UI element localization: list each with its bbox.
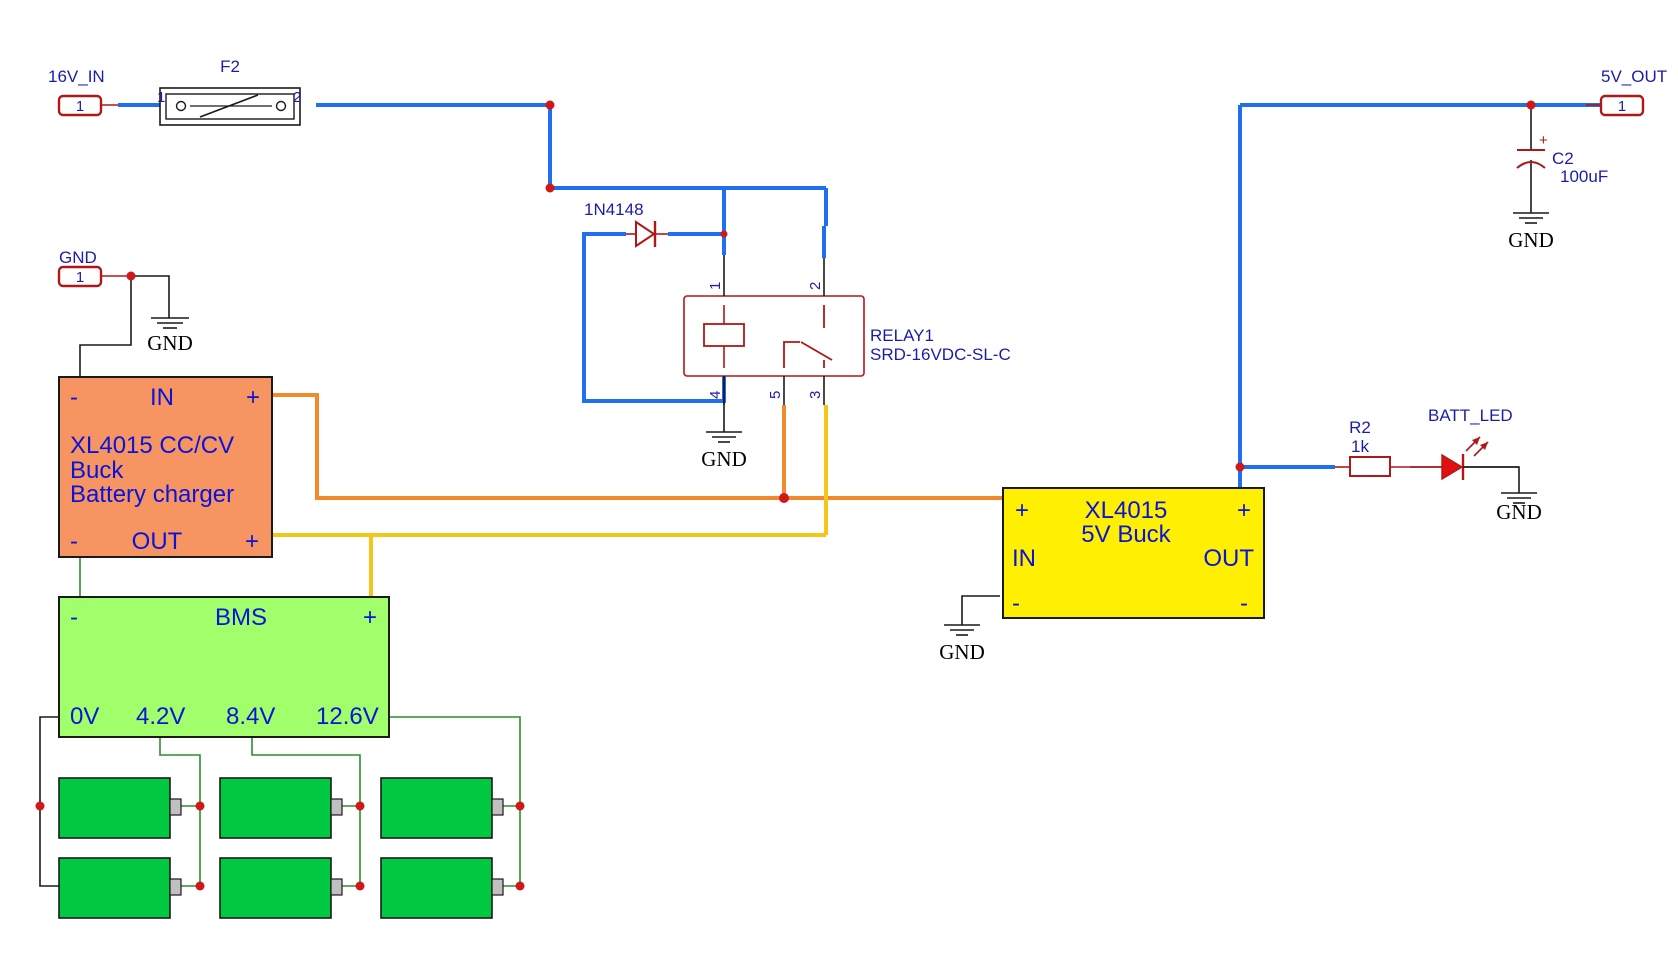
charger-out-minus: - xyxy=(70,528,78,555)
charger-title-line3: Battery charger xyxy=(70,481,234,508)
relay-pin1: 1 xyxy=(707,282,724,290)
bms-tap-12v6: 12.6V xyxy=(316,703,379,730)
led-ref: BATT_LED xyxy=(1428,406,1513,425)
bms-module: - BMS + 0V 4.2V 8.4V 12.6V xyxy=(58,596,390,738)
junction-dots xyxy=(35,100,1536,891)
gnd-net-label: GND xyxy=(59,248,97,267)
relay-ref: RELAY1 xyxy=(870,326,934,345)
buck-module: + XL4015 + 5V Buck IN OUT - - xyxy=(1002,487,1265,619)
capacitor-value: 100uF xyxy=(1560,167,1608,186)
charger-title-line2: Buck xyxy=(70,457,124,484)
battery-cell xyxy=(58,777,182,839)
buck-in-plus: + xyxy=(1015,497,1029,524)
ground-symbol-1: GND xyxy=(147,317,193,355)
fuse-pin2: 2 xyxy=(293,89,301,106)
battery-pack xyxy=(58,777,504,919)
ground-symbol-4: GND xyxy=(1508,212,1554,252)
output-pin-number: 1 xyxy=(1618,98,1626,115)
ground-label-1: GND xyxy=(147,331,193,355)
battery-cell xyxy=(380,857,504,919)
charger-input-wires xyxy=(272,393,1003,500)
fuse-f2: F2 1 2 xyxy=(157,57,301,126)
led-batt: BATT_LED xyxy=(1428,406,1519,481)
output-net-label: 5V_OUT xyxy=(1601,67,1667,86)
relay-pin5: 5 xyxy=(767,391,784,399)
buck-out-plus: + xyxy=(1237,497,1251,524)
bms-tap-4v2: 4.2V xyxy=(136,703,185,730)
diode-ref: 1N4148 xyxy=(584,200,644,219)
ground-label-2: GND xyxy=(701,447,747,471)
capacitor-polarity: + xyxy=(1539,132,1548,149)
charger-in-label: IN xyxy=(150,384,174,411)
ground-symbol-2: GND xyxy=(701,431,747,471)
buck-in-minus: - xyxy=(1012,590,1020,617)
input-pin-number: 1 xyxy=(76,98,84,115)
bms-plus: + xyxy=(363,604,377,631)
battery-cell xyxy=(219,857,343,919)
relay-pin3: 3 xyxy=(807,391,824,399)
resistor-ref: R2 xyxy=(1349,418,1371,437)
buck-out-minus: - xyxy=(1240,590,1248,617)
relay-part: SRD-16VDC-SL-C xyxy=(870,345,1011,364)
battery-cell xyxy=(380,777,504,839)
output-connector: 5V_OUT 1 xyxy=(1586,67,1667,117)
capacitor-c2: + C2 100uF xyxy=(1516,132,1608,186)
bms-tap-0v: 0V xyxy=(70,703,99,730)
fuse-ref: F2 xyxy=(220,57,240,76)
ground-label-3: GND xyxy=(939,640,985,664)
gnd-pin-number: 1 xyxy=(76,269,84,286)
resistor-value: 1k xyxy=(1351,437,1369,456)
input-connector: 16V_IN 1 xyxy=(48,67,118,117)
ground-label-4: GND xyxy=(1508,228,1554,252)
relay-pin4: 4 xyxy=(707,391,724,399)
ground-symbol-5: GND xyxy=(1496,492,1542,524)
charger-module: - IN + XL4015 CC/CV Buck Battery charger… xyxy=(58,376,273,558)
battery-cell xyxy=(219,777,343,839)
charger-output-wires xyxy=(272,405,828,597)
charger-out-plus: + xyxy=(245,528,259,555)
charger-out-label: OUT xyxy=(132,528,183,555)
resistor-r2: R2 1k xyxy=(1335,418,1442,477)
gnd-connector: GND 1 xyxy=(57,248,131,288)
relay-pin2: 2 xyxy=(807,282,824,290)
fuse-pin1: 1 xyxy=(157,89,165,106)
buck-in-label: IN xyxy=(1012,545,1036,572)
buck-title-line1: XL4015 xyxy=(1085,497,1168,524)
ground-symbol-3: GND xyxy=(939,624,985,664)
buck-out-label: OUT xyxy=(1203,545,1254,572)
battery-wires xyxy=(79,557,521,887)
buck-title-line2: 5V Buck xyxy=(1081,521,1171,548)
charger-in-minus: - xyxy=(70,384,78,411)
ground-label-5: GND xyxy=(1496,500,1542,524)
charger-in-plus: + xyxy=(246,384,260,411)
input-net-label: 16V_IN xyxy=(48,67,105,86)
bms-minus: - xyxy=(70,604,78,631)
bms-tap-8v4: 8.4V xyxy=(226,703,275,730)
battery-cell xyxy=(58,857,182,919)
bms-title: BMS xyxy=(215,604,267,631)
relay-srd: 1 2 3 4 5 RELAY1 SRD-16VDC-SL-C xyxy=(683,255,1011,405)
charger-title-line1: XL4015 CC/CV xyxy=(70,432,234,459)
capacitor-ref: C2 xyxy=(1552,149,1574,168)
diode-1n4148: 1N4148 xyxy=(584,200,668,248)
